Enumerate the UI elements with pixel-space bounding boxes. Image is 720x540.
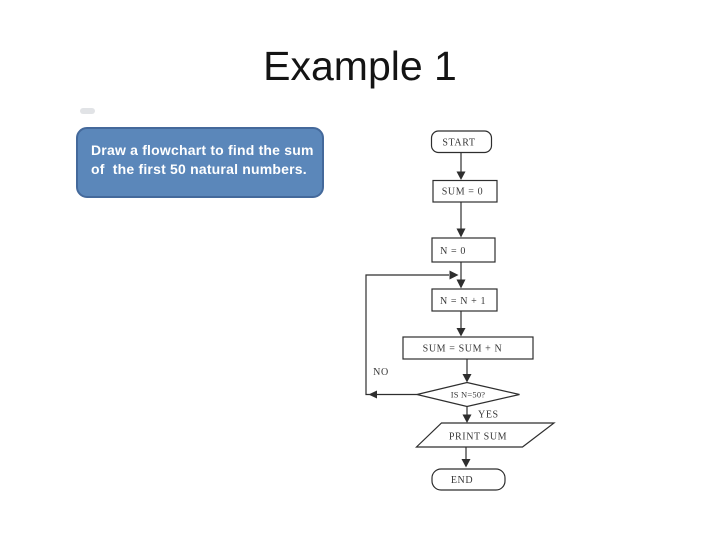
flowchart-node-start	[430, 130, 493, 154]
arrowhead-down-icon	[462, 374, 472, 383]
flow-connector-no-loop	[365, 274, 449, 396]
flowchart-node-increment	[431, 288, 498, 312]
arrowhead-down-icon	[456, 279, 466, 289]
flowchart-label-increment: N = N + 1	[440, 296, 486, 307]
flowchart-label-accumulate: SUM = SUM + N	[423, 344, 503, 355]
branch-label-yes: YES	[478, 410, 499, 421]
prompt-line-2: of the first 50 natural numbers.	[91, 161, 307, 177]
flowchart-node-sum0	[432, 179, 498, 203]
flowchart-node-accumulate	[402, 336, 534, 360]
flowchart-label-end: END	[451, 475, 473, 486]
arrowhead-down-icon	[461, 459, 471, 468]
flowchart-label-start: START	[442, 138, 475, 149]
flowchart-node-decision	[416, 381, 520, 408]
arrowhead-down-icon	[456, 171, 466, 180]
arrowhead-down-icon	[456, 328, 466, 337]
arrowhead-right-icon	[449, 270, 459, 280]
flowchart-node-n0	[431, 237, 496, 263]
page-title: Example 1	[263, 43, 457, 89]
flowchart-label-decision: IS N=50?	[451, 390, 486, 400]
flowchart-label-sum0: SUM = 0	[442, 187, 484, 198]
flowchart-label-print: PRINT SUM	[449, 432, 507, 443]
scan-artifact	[80, 108, 95, 114]
branch-label-no: NO	[373, 367, 389, 378]
flowchart-node-print	[415, 422, 556, 448]
arrowhead-left-icon	[368, 390, 377, 399]
prompt-line-1: Draw a flowchart to find the sum	[91, 142, 314, 158]
arrowhead-down-icon	[456, 228, 466, 238]
arrowhead-down-icon	[462, 414, 472, 423]
prompt-text-box: Draw a flowchart to find the sum of the …	[76, 127, 324, 198]
flowchart-label-n0: N = 0	[440, 246, 466, 257]
flowchart-node-end	[431, 468, 506, 491]
